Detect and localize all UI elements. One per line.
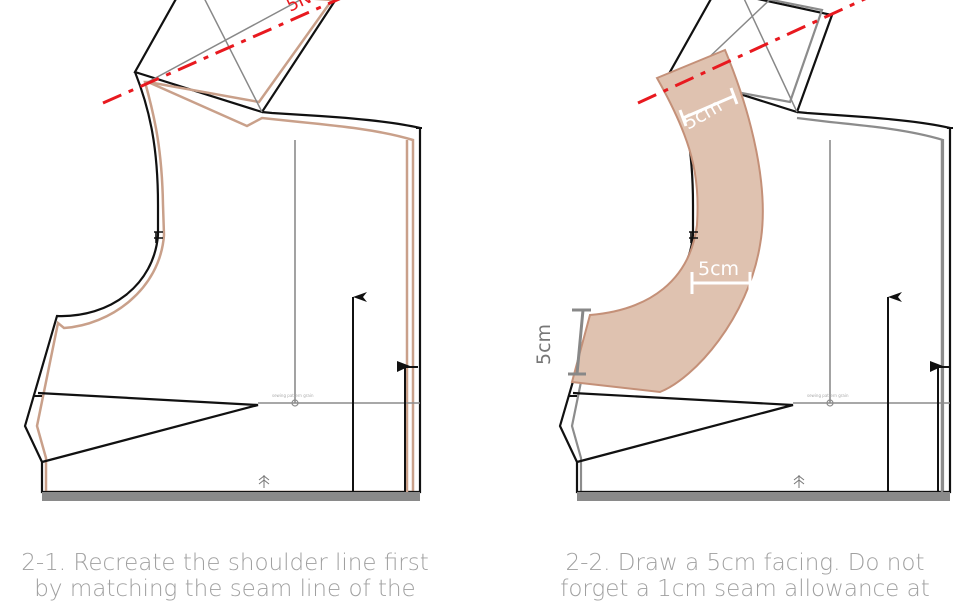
guide-point	[826, 399, 834, 407]
notch-mark	[154, 231, 163, 243]
panel-right-pattern: 5cm 5cm 5cm sewing pattern grain	[533, 0, 953, 501]
center-guide	[258, 140, 420, 404]
grain-symbol-icon	[258, 475, 270, 488]
caption-right-line2: forget a 1cm seam allowance at	[560, 576, 930, 602]
panel-left-pattern: 5N sewing pattern grain	[23, 0, 422, 501]
fold-arrow-head	[930, 361, 943, 372]
shoulder-dash-line	[637, 0, 867, 105]
shoulder-square-inner	[147, 0, 334, 104]
hem-band	[577, 492, 950, 501]
caption-left: 2-1. Recreate the shoulder line first by…	[0, 550, 450, 602]
shoulder-diagonal	[147, 0, 301, 113]
guide-small-label: sewing pattern grain	[272, 393, 314, 398]
shoulder-dash-line	[102, 0, 341, 105]
seam-allowance-outline	[35, 80, 415, 494]
guide-small-label: sewing pattern grain	[807, 393, 849, 398]
guide-point	[291, 399, 299, 407]
caption-right-line1: 2-2. Draw a 5cm facing. Do not	[565, 550, 925, 576]
corner-ticks	[569, 127, 953, 397]
hem-band	[42, 492, 420, 501]
caption-left-line2: by matching the seam line of the	[34, 576, 416, 602]
center-guide	[793, 140, 950, 404]
pattern-outline	[23, 71, 422, 494]
facing-label-side: 5cm	[533, 324, 555, 365]
dart	[572, 391, 794, 464]
pattern-outline	[558, 71, 952, 494]
dart	[37, 391, 259, 464]
fold-arrow-head	[397, 361, 410, 372]
measure-bar-middle	[690, 272, 752, 294]
caption-left-line1: 2-1. Recreate the shoulder line first	[21, 550, 429, 576]
facing-label-middle: 5cm	[698, 258, 739, 280]
notch-mark	[689, 231, 698, 243]
corner-ticks	[34, 127, 422, 397]
facing-band	[570, 48, 764, 394]
caption-right: 2-2. Draw a 5cm facing. Do not forget a …	[520, 550, 970, 602]
measure-bar-top	[678, 87, 739, 127]
measure-label: 5N	[283, 0, 314, 17]
grain-symbol-icon	[793, 475, 805, 488]
measure-bar-side	[568, 308, 591, 376]
shoulder-square-outer	[133, 0, 337, 114]
